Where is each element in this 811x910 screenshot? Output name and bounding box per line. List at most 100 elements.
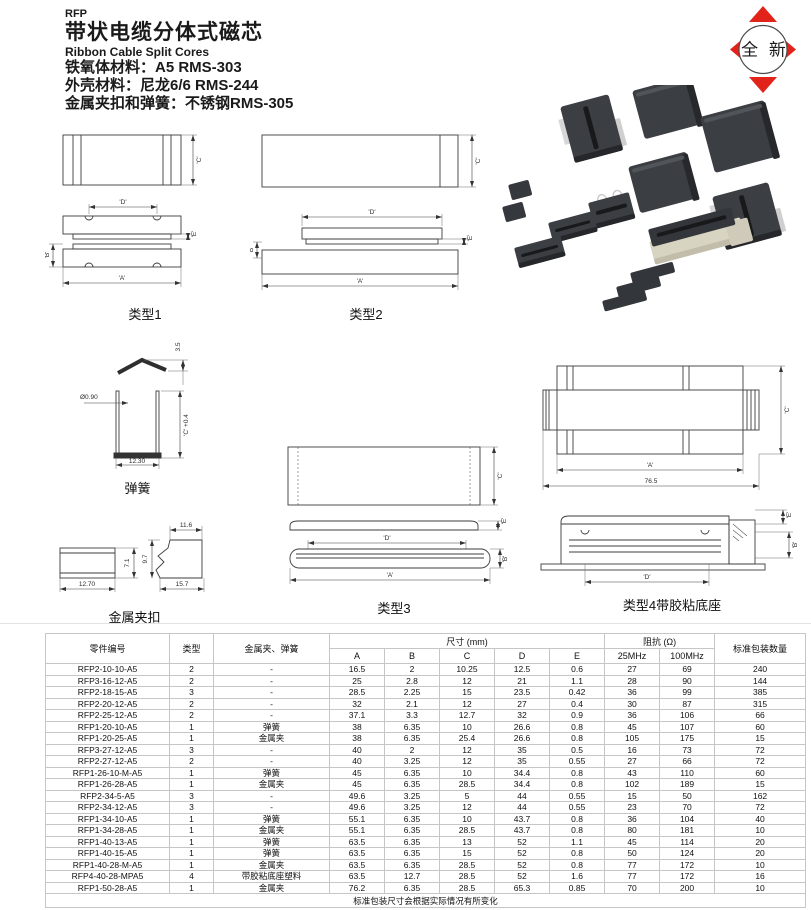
table-cell: 0.4 [548,697,606,710]
table-cell: 50 [659,789,716,802]
table-cell: 3 [169,801,214,814]
table-cell: 10 [714,881,807,894]
table-cell: 63.5 [329,847,385,860]
table-cell: 28.5 [439,778,495,791]
table-cell: 172 [659,858,716,871]
table-cell: 65.3 [494,881,550,894]
table-cell: 0.85 [548,881,606,894]
table-cell: 1 [169,720,214,733]
part-number-cell: RFP1-34-10-A5 [45,812,170,825]
part-number-cell: RFP2-20-12-A5 [45,697,170,710]
table-cell: - [213,663,330,676]
table-cell: 240 [714,663,807,676]
badge-arrow-down-icon [749,77,777,93]
col-header-dim-b: B [384,648,440,664]
table-cell: 107 [659,720,716,733]
table-cell: 6.35 [384,812,440,825]
spec-clip-spring-material: 金属夹扣和弹簧：不锈钢RMS-305 [65,95,294,112]
table-cell: 12 [439,697,495,710]
table-cell: 0.5 [548,743,606,756]
table-cell: 385 [714,686,807,699]
table-cell: 43.7 [494,824,550,837]
table-cell: 32 [329,697,385,710]
table-cell: 21 [494,674,550,687]
table-cell: 60 [714,766,807,779]
table-cell: - [213,801,330,814]
dim-label: 'D' [368,209,375,216]
table-cell: 26.6 [494,720,550,733]
table-cell: 6.35 [384,858,440,871]
table-cell: 0.8 [548,778,606,791]
table-cell: 3.25 [384,789,440,802]
table-cell: 106 [659,709,716,722]
badge-label: 全 新 [741,41,789,60]
table-cell: 52 [494,835,550,848]
table-cell: 87 [659,697,716,710]
table-cell: 1 [169,881,214,894]
table-cell: 15 [604,789,661,802]
spec-table-wrap: 零件编号 类型 金属夹、弹簧 尺寸 (mm) 阻抗 (Ω) 标准包装数量 A B… [44,633,807,908]
dim-label: 9.7 [142,554,149,563]
table-cell: 10.25 [439,663,495,676]
table-cell: 27 [604,755,661,768]
table-cell: 12 [439,801,495,814]
table-cell: 110 [659,766,716,779]
table-cell: 20 [714,835,807,848]
table-cell: 36 [604,812,661,825]
part-number-cell: RFP2-25-12-A5 [45,709,170,722]
spec-ferrite-material: 铁氧体材料：A5 RMS-303 [65,59,242,76]
small-core-half [508,180,532,201]
table-cell: 6.35 [384,732,440,745]
part-number-cell: RFP2-18-15-A5 [45,686,170,699]
table-cell: 15 [439,686,495,699]
flat-plate [632,85,704,139]
part-number-cell: RFP1-20-25-A5 [45,732,170,745]
table-cell: 45 [329,766,385,779]
dim-label: 'C' [196,156,203,163]
table-cell: 6.35 [384,766,440,779]
table-cell: 2 [169,755,214,768]
table-cell: 72 [714,743,807,756]
table-cell: 3 [169,686,214,699]
table-cell: 弹簧 [213,766,330,779]
dim-label: 'B' [502,556,509,563]
table-cell: 43.7 [494,812,550,825]
table-cell: 2 [384,663,440,676]
table-cell: 200 [659,881,716,894]
table-cell: 0.6 [548,663,606,676]
dim-label: 12.30 [129,458,146,465]
table-cell: 金属夹 [213,778,330,791]
table-cell: 66 [714,709,807,722]
part-number-cell: RFP1-50-28-A5 [45,881,170,894]
table-cell: 3 [169,789,214,802]
dim-label: 'A' [647,462,654,469]
table-cell: 0.8 [548,858,606,871]
thin-strip [616,276,661,298]
dim-label: 'C' +0.4 [183,414,190,436]
table-cell: 28.5 [439,870,495,883]
table-cell: 2 [169,709,214,722]
table-cell: 44 [494,801,550,814]
table-cell: 162 [714,789,807,802]
dim-label: 'C' [784,406,791,413]
table-cell: 28.5 [439,858,495,871]
type3-drawing: 'C' 'E' 'D' 'A' 'B' 类型3 [278,443,510,617]
table-cell: 1.1 [548,674,606,687]
thin-strip [602,290,647,312]
table-cell: 6.35 [384,847,440,860]
dim-label: 'D' [643,574,650,581]
table-cell: 28.5 [439,824,495,837]
table-cell: 35 [494,755,550,768]
table-cell: 0.8 [548,847,606,860]
table-cell: 36 [604,709,661,722]
table-cell: 6.35 [384,824,440,837]
table-cell: 金属夹 [213,732,330,745]
table-cell: 25 [329,674,385,687]
dim-label: 76.5 [645,478,658,485]
part-number-cell: RFP3-27-12-A5 [45,743,170,756]
